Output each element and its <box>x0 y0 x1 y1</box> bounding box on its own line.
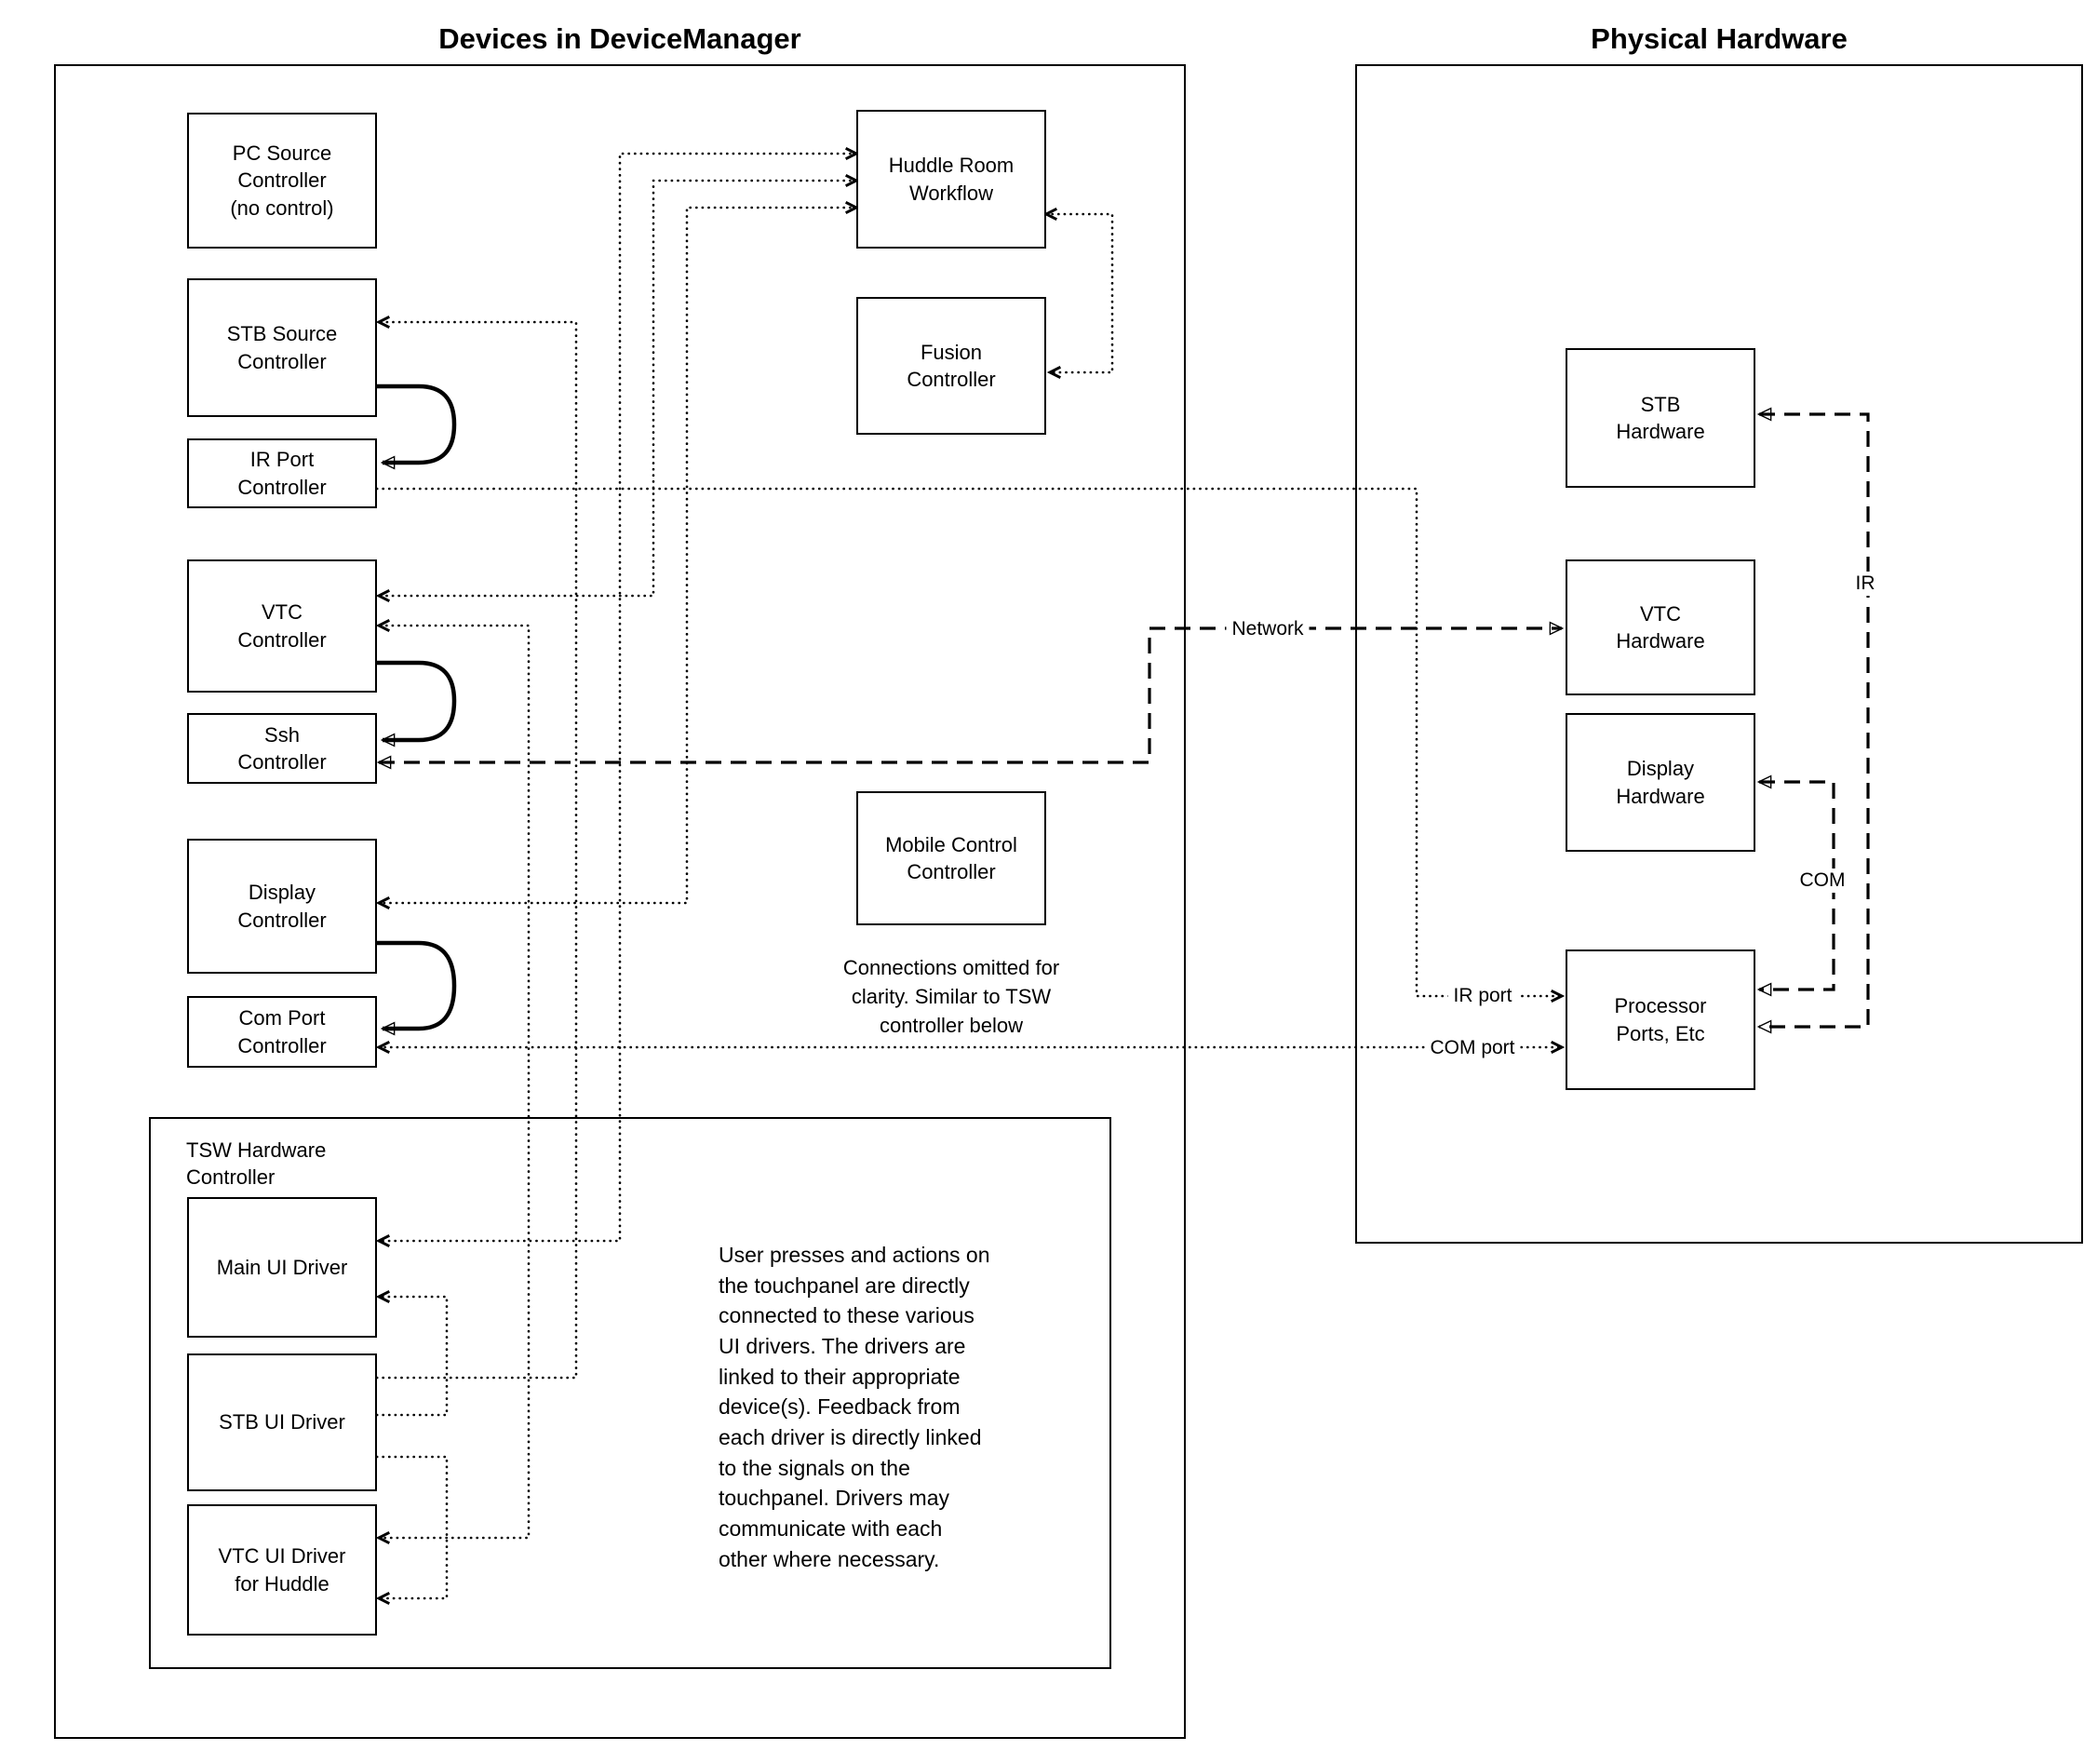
pc-source-controller-box: PC Source Controller (no control) <box>187 113 377 249</box>
devices-section-title: Devices in DeviceManager <box>438 22 801 55</box>
stb-ui-driver-box: STB UI Driver <box>187 1353 377 1491</box>
huddle-room-workflow-box: Huddle Room Workflow <box>856 110 1046 249</box>
tsw-frame-label: TSW Hardware Controller <box>186 1138 327 1189</box>
edge-huddle-main-ui <box>379 154 856 1241</box>
com-port-controller-box: Com Port Controller <box>187 996 377 1068</box>
edge-vtc-ssh <box>377 660 457 740</box>
ir-port-label: IR port <box>1447 984 1518 1008</box>
device-manager-frame <box>54 64 1186 1739</box>
ir-label: IR <box>1849 572 1881 596</box>
ir-port-controller-box: IR Port Controller <box>187 438 377 508</box>
edge-stb-source-ir-port <box>377 384 457 463</box>
edge-huddle-display-controller <box>379 208 856 903</box>
edge-display-com-port <box>377 940 457 1029</box>
network-label: Network <box>1226 617 1310 641</box>
edge-huddle-fusion <box>1046 214 1114 372</box>
edge-huddle-vtc-controller <box>379 181 856 596</box>
edge-stb-ui-stb-source <box>375 322 578 1380</box>
ssh-controller-box: Ssh Controller <box>187 713 377 784</box>
processor-ports-box: Processor Ports, Etc <box>1566 949 1755 1090</box>
mobile-control-note: Connections omitted for clarity. Similar… <box>842 956 1060 1038</box>
com-label: COM <box>1794 869 1851 893</box>
edge-stb-ui-vtc-ui <box>375 1455 449 1598</box>
main-ui-driver-box: Main UI Driver <box>187 1197 377 1338</box>
vtc-hardware-box: VTC Hardware <box>1566 559 1755 695</box>
stb-hardware-box: STB Hardware <box>1566 348 1755 488</box>
tsw-description-note: User presses and actions on the touchpan… <box>719 1243 990 1571</box>
mobile-control-controller-box: Mobile Control Controller <box>856 791 1046 925</box>
com-port-label: COM port <box>1424 1036 1521 1060</box>
vtc-controller-box: VTC Controller <box>187 559 377 693</box>
display-controller-box: Display Controller <box>187 839 377 974</box>
hardware-section-title: Physical Hardware <box>1591 22 1848 55</box>
stb-source-controller-box: STB Source Controller <box>187 278 377 417</box>
display-hardware-box: Display Hardware <box>1566 713 1755 852</box>
fusion-controller-box: Fusion Controller <box>856 297 1046 435</box>
edge-network-ssh-vtc-hardware <box>379 628 1562 762</box>
edge-stb-ui-main-ui <box>375 1297 449 1417</box>
edge-ir-stb-hardware-processor <box>1759 414 1870 1027</box>
vtc-ui-driver-box: VTC UI Driver for Huddle <box>187 1504 377 1636</box>
